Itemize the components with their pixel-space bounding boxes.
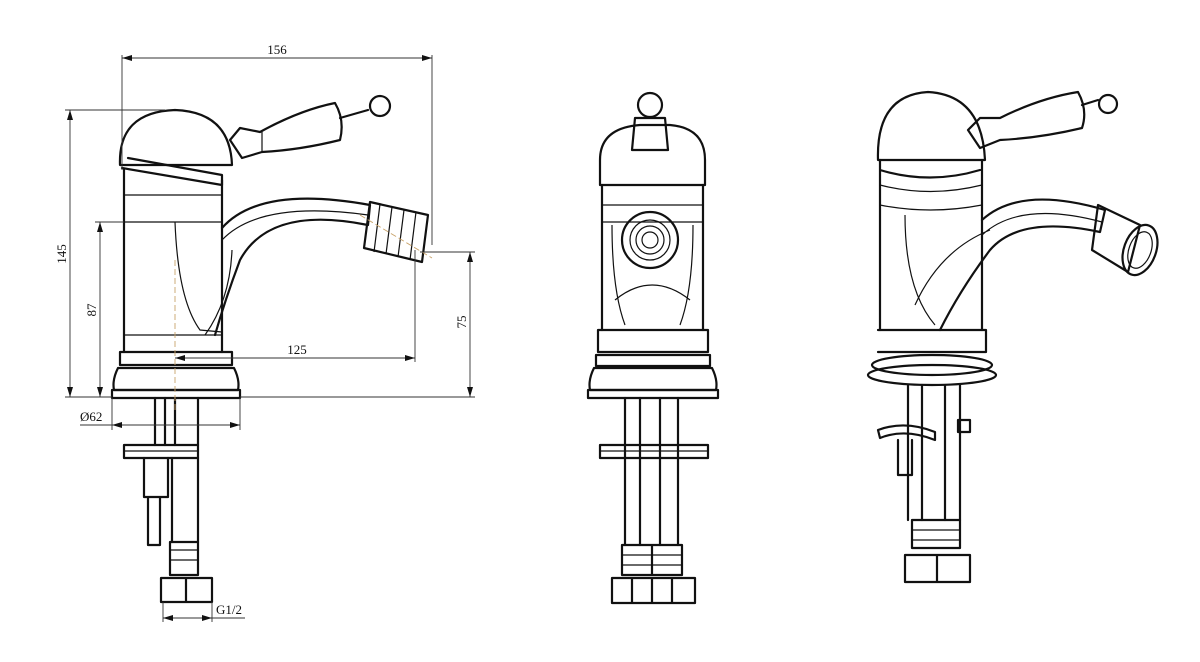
dimension-spout-height: 75 [454, 316, 469, 329]
perspective-view [866, 90, 1159, 584]
dimension-spout-reach: 125 [287, 342, 307, 357]
dimension-body-height: 87 [84, 303, 99, 317]
dimension-overall-height: 145 [54, 244, 69, 264]
dimension-overall-width: 156 [267, 42, 287, 57]
dimension-base-diameter: Ø62 [80, 409, 102, 424]
dimension-thread: G1/2 [216, 602, 242, 617]
front-view [586, 91, 720, 605]
side-view: 156 145 87 75 125 Ø62 G1/2 [54, 42, 475, 622]
